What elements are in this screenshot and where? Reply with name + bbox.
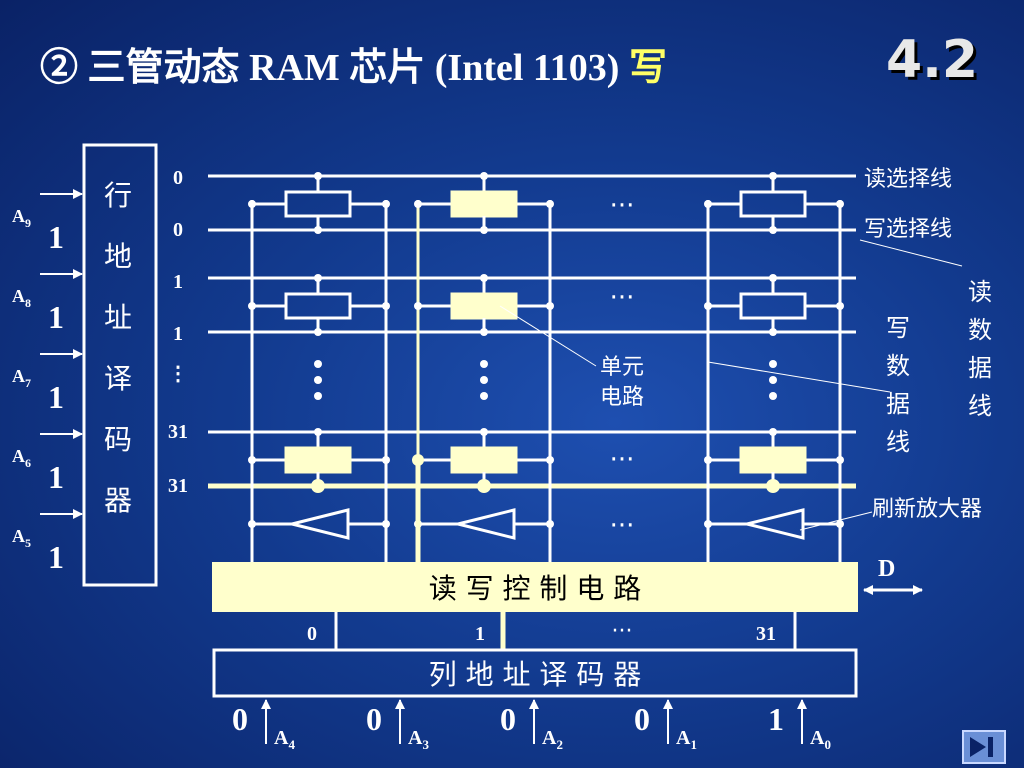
ellipsis-r1: ··· xyxy=(610,283,635,313)
row-input-name: A5 xyxy=(12,526,31,550)
col-num-1: 1 xyxy=(475,623,485,645)
row-input-name: A6 xyxy=(12,446,31,470)
row-number: 0 xyxy=(173,219,183,241)
row-input-value: 1 xyxy=(48,539,64,575)
selected-unit-cell xyxy=(450,446,518,474)
row-input-name: A9 xyxy=(12,206,31,230)
unit-cell xyxy=(739,190,807,218)
title-highlight: 写 xyxy=(628,47,667,89)
title-prefix: ② 三管动态 RAM 芯片 (Intel 1103) xyxy=(40,47,620,89)
refresh-amplifier xyxy=(291,508,350,540)
col-input-value: 1 xyxy=(768,701,784,737)
refresh-amplifier xyxy=(457,508,516,540)
junction xyxy=(412,454,424,466)
unit-cell xyxy=(284,190,352,218)
col-input-name: A3 xyxy=(408,727,429,752)
leader-lines xyxy=(499,239,963,531)
row-number: 31 xyxy=(168,421,188,443)
memory-columns xyxy=(248,172,844,562)
unit-circuit-text: 单元 xyxy=(600,355,644,380)
row-numbers: 0 0 1 1 ⋮ 31 31 xyxy=(168,167,188,497)
memory-column-0 xyxy=(248,172,390,562)
d-label: D xyxy=(878,556,895,582)
write-data-line-char: 据 xyxy=(886,390,910,418)
ellipsis-r0: ··· xyxy=(610,191,635,221)
row-number: ⋮ xyxy=(168,363,188,385)
row-decoder-char: 行 xyxy=(104,179,132,212)
col-decoder-box xyxy=(212,648,858,698)
memory-column-2 xyxy=(704,172,844,562)
page-title: ② 三管动态 RAM 芯片 (Intel 1103) 写 xyxy=(40,36,667,91)
row-number: 31 xyxy=(168,475,188,497)
write-data-line-char: 数 xyxy=(886,352,910,380)
refresh-amplifier xyxy=(746,508,805,540)
selected-unit-cell xyxy=(450,190,518,218)
write-data-line-char: 线 xyxy=(886,428,910,456)
ellipsis-r31: ··· xyxy=(610,445,635,475)
row-number: 0 xyxy=(173,167,183,189)
col-num-31: 31 xyxy=(756,623,776,645)
unit-cell xyxy=(284,292,352,320)
rw-control-box xyxy=(212,562,858,612)
write-select-label: 写选择线 xyxy=(864,217,952,242)
section-number: 4.2 xyxy=(886,30,979,90)
col-input-name: A4 xyxy=(274,727,295,752)
column-address-inputs: 0A4 0A3 0A2 0A1 1A0 xyxy=(232,699,831,752)
next-icon xyxy=(970,737,993,757)
row-decoder-box xyxy=(82,143,158,587)
write-data-line-char: 写 xyxy=(886,314,910,342)
row-lines xyxy=(208,174,856,489)
selected-unit-cell xyxy=(284,446,352,474)
next-slide-button[interactable] xyxy=(962,730,1006,764)
rw-control-label: 读 写 控 制 电 路 xyxy=(429,572,642,605)
row-input-value: 1 xyxy=(48,219,64,255)
col-decoder-label: 列 地 址 译 码 器 xyxy=(429,658,642,691)
row-decoder-char: 器 xyxy=(104,484,132,517)
col-input-value: 0 xyxy=(232,701,248,737)
selected-unit-cell xyxy=(739,446,807,474)
row-decoder-char: 码 xyxy=(104,423,132,456)
read-data-line-char: 据 xyxy=(968,354,992,382)
row-input-name: A7 xyxy=(12,366,31,390)
read-data-line-char: 数 xyxy=(968,316,992,344)
unit-circuit-text: 电路 xyxy=(600,385,644,410)
row-number: 1 xyxy=(173,323,183,345)
col-num-0: 0 xyxy=(307,623,317,645)
column-bus xyxy=(334,612,797,650)
row-number: 1 xyxy=(173,271,183,293)
col-input-value: 0 xyxy=(634,701,650,737)
unit-cell xyxy=(739,292,807,320)
col-input-value: 0 xyxy=(500,701,516,737)
selected-unit-cell xyxy=(450,292,518,320)
row-decoder-char: 址 xyxy=(104,301,132,334)
read-select-label: 读选择线 xyxy=(864,167,952,192)
row-decoder-char: 译 xyxy=(104,362,132,395)
refresh-amp-label: 刷新放大器 xyxy=(872,497,982,522)
row-input-value: 1 xyxy=(48,459,64,495)
col-input-name: A1 xyxy=(676,727,697,752)
ellipsis-amp: ··· xyxy=(610,511,635,541)
row-decoder-char: 地 xyxy=(104,240,132,273)
read-data-line-char: 线 xyxy=(968,392,992,420)
row-input-name: A8 xyxy=(12,286,31,310)
row-input-value: 1 xyxy=(48,299,64,335)
col-num-ellipsis: ··· xyxy=(612,619,633,644)
col-input-name: A0 xyxy=(810,727,831,752)
col-input-value: 0 xyxy=(366,701,382,737)
row-input-value: 1 xyxy=(48,379,64,415)
col-input-name: A2 xyxy=(542,727,563,752)
read-data-line-char: 读 xyxy=(968,278,992,306)
